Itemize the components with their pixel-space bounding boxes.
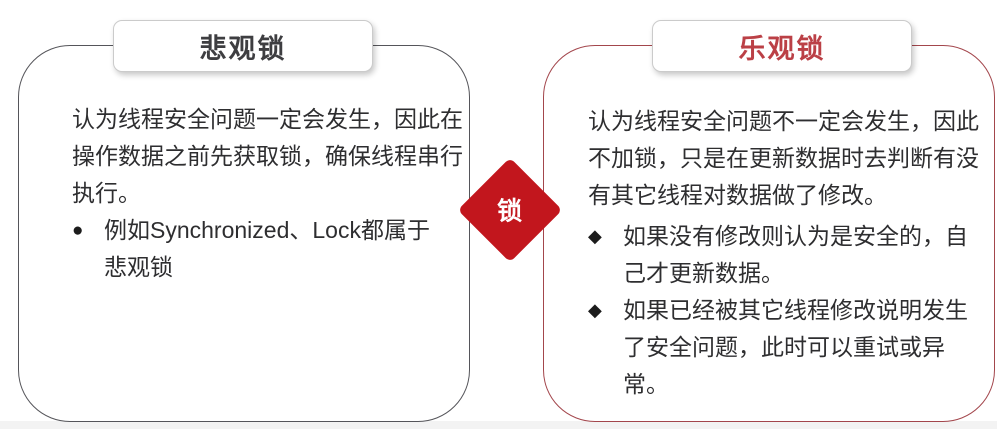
bottom-edge-strip [0,421,997,429]
bullet-dot-icon: ● [72,220,84,241]
list-item: ◆ 如果已经被其它线程修改说明发生 了安全问题，此时可以重试或异常。 [588,292,990,403]
pessimistic-lock-title: 悲观锁 [199,33,287,64]
optimistic-lock-title-chip: 乐观锁 [652,20,912,72]
optimistic-lock-content: 认为线程安全问题不一定会发生，因此 不加锁，只是在更新数据时去判断有没 有其它线… [588,103,990,403]
pessimistic-lock-title-chip: 悲观锁 [113,20,373,72]
bullet-diamond-icon: ◆ [588,300,602,320]
pessimistic-lock-content: 认为线程安全问题一定会发生，因此在 操作数据之前先获取锁，确保线程串行 执行。 … [72,101,470,286]
optimistic-lock-title: 乐观锁 [738,33,826,64]
list-item: ◆ 如果没有修改则认为是安全的，自 己才更新数据。 [588,218,990,292]
list-item-text: 例如Synchronized、Lock都属于 悲观锁 [104,217,430,280]
pessimistic-lock-panel [18,45,470,422]
optimistic-lock-list: ◆ 如果没有修改则认为是安全的，自 己才更新数据。 ◆ 如果已经被其它线程修改说… [588,218,990,403]
list-item-text: 如果已经被其它线程修改说明发生 了安全问题，此时可以重试或异常。 [623,297,968,397]
optimistic-lock-panel [543,45,995,422]
optimistic-lock-paragraph: 认为线程安全问题不一定会发生，因此 不加锁，只是在更新数据时去判断有没 有其它线… [588,108,979,208]
pessimistic-lock-paragraph: 认为线程安全问题一定会发生，因此在 操作数据之前先获取锁，确保线程串行 执行。 [72,106,463,206]
lock-diamond-label: 锁 [497,197,523,226]
list-item-text: 如果没有修改则认为是安全的，自 己才更新数据。 [623,223,968,286]
list-item: ● 例如Synchronized、Lock都属于 悲观锁 [72,212,470,286]
bullet-diamond-icon: ◆ [588,226,602,246]
pessimistic-lock-list: ● 例如Synchronized、Lock都属于 悲观锁 [72,212,470,286]
